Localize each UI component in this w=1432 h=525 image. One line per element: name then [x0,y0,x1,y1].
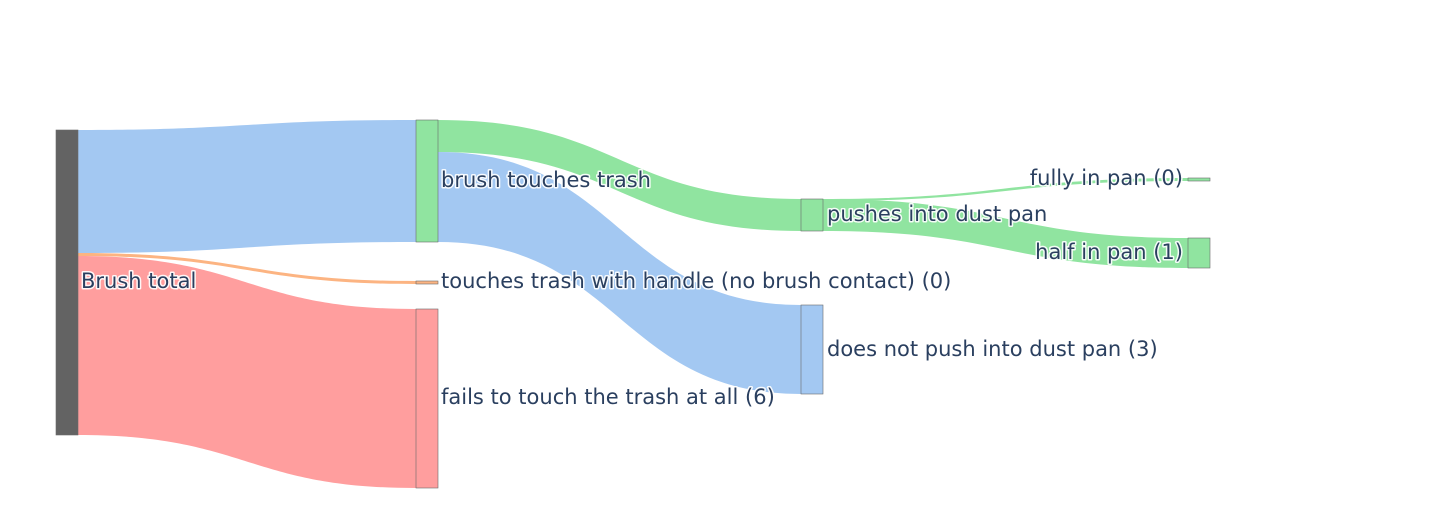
link-touch-to-push [438,120,801,231]
sankey-links [78,120,1188,488]
link-total-to-handle [78,253,416,284]
node-touch [415,119,439,243]
link-total-to-touch [78,120,416,253]
link-push-to-half [823,199,1188,268]
node-nopush [800,304,824,395]
node-handle [415,280,439,285]
node-push [800,198,824,232]
node-label-handle: touches trash with handle (no brush cont… [441,269,951,293]
node-label-nopush: does not push into dust pan (3) [827,337,1158,361]
link-touch-to-nopush [438,152,801,394]
node-label-total: Brush total [81,269,196,293]
sankey-nodes [55,119,1211,489]
node-label-half: half in pan (1) [1035,240,1183,264]
sankey-labels: Brush total brush touches trash touches tr… [80,165,1185,411]
node-half [1187,237,1211,269]
node-label-full: fully in pan (0) [1030,166,1183,190]
node-label-push: pushes into dust pan [827,202,1047,226]
link-total-to-fail [78,256,416,488]
link-push-to-full [823,178,1188,201]
node-full [1187,177,1211,182]
node-total [55,129,79,436]
node-fail [415,308,439,489]
node-label-fail: fails to touch the trash at all (6) [441,385,775,409]
node-label-touch: brush touches trash [441,168,651,192]
